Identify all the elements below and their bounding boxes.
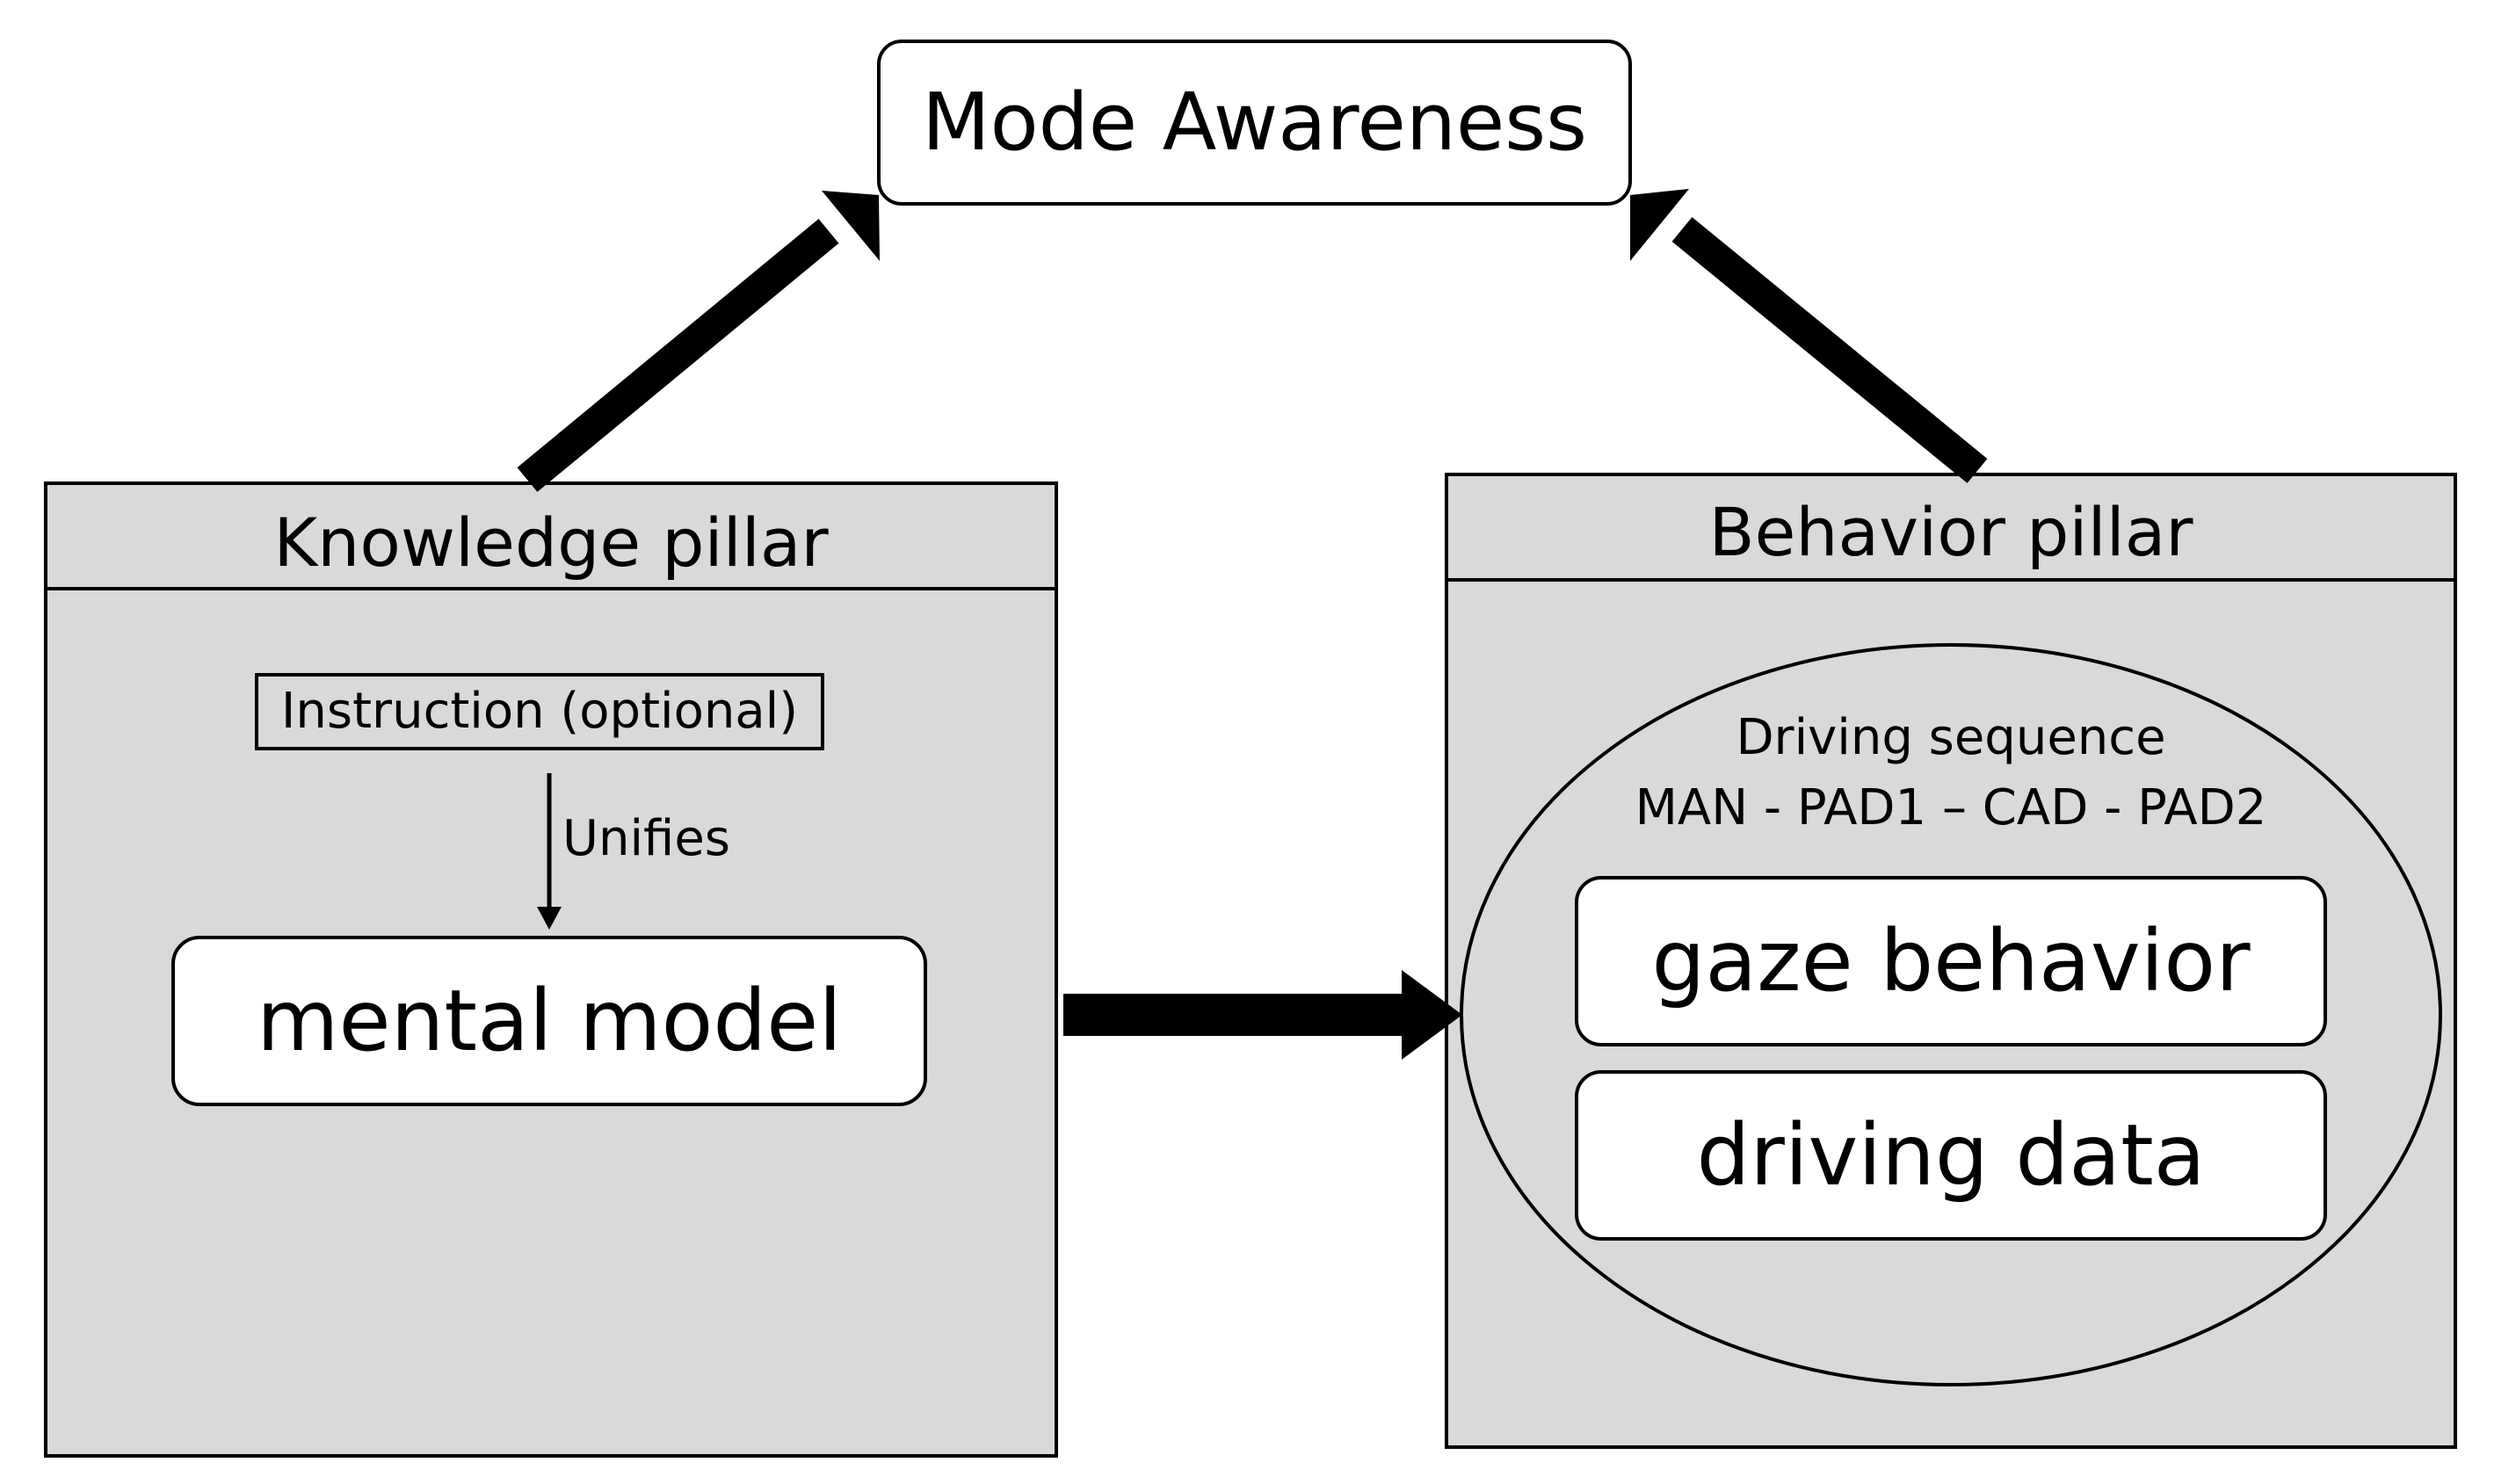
knowledge-to-behavior-arrow-head [1402, 970, 1462, 1060]
behavior-to-awareness-arrow-shaft [1671, 217, 1988, 483]
instruction-box [255, 673, 824, 750]
mental-model-box [171, 936, 927, 1106]
behavior-to-awareness-arrow-head [1630, 189, 1689, 261]
knowledge-to-awareness-arrow-head [822, 191, 880, 261]
behavior-pillar-title: Behavior pillar [1708, 492, 2193, 571]
mode-awareness-label: Mode Awareness [921, 76, 1588, 169]
instruction-label: Instruction (optional) [280, 683, 799, 740]
driving-sequence-steps: MAN - PAD1 – CAD - PAD2 [1635, 779, 2267, 836]
driving-data-box [1575, 1070, 2327, 1241]
knowledge-to-behavior-arrow-shaft [1063, 994, 1406, 1036]
unifies-label: Unifies [562, 810, 730, 867]
unifies-arrow-head [537, 907, 562, 930]
driving-sequence-title: Driving sequence [1736, 709, 2166, 766]
gaze-behavior-box [1575, 876, 2327, 1046]
gaze-behavior-label: gaze behavior [1651, 912, 2251, 1010]
knowledge-to-awareness-arrow-shaft [517, 219, 839, 492]
knowledge-pillar-title: Knowledge pillar [273, 503, 829, 582]
mode-awareness-box [877, 40, 1632, 206]
mental-model-label: mental model [257, 972, 842, 1070]
driving-data-label: driving data [1696, 1106, 2206, 1205]
